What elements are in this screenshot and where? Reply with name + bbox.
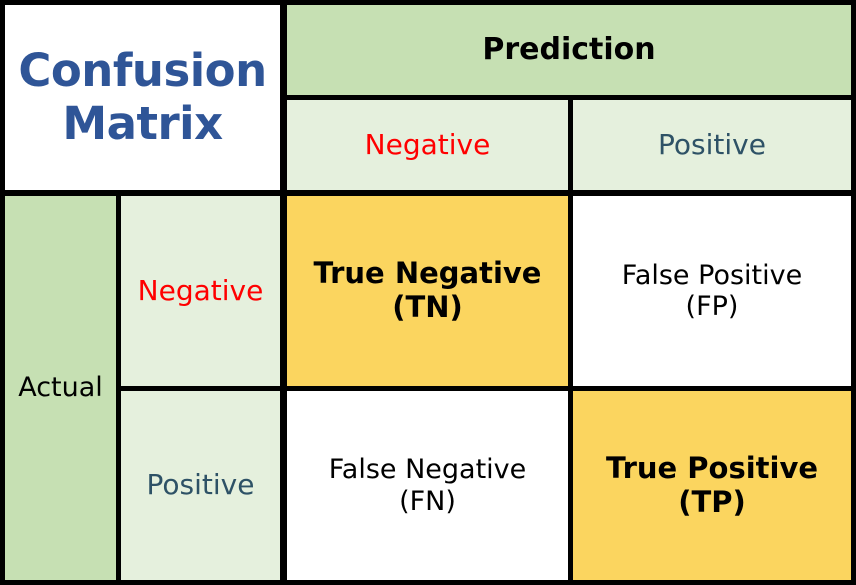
actual-row-label-positive: Positive xyxy=(146,468,255,502)
prediction-axis-label: Prediction xyxy=(482,31,656,67)
matrix-cell-false-negative-label: False Negative (FN) xyxy=(328,454,527,517)
matrix-cell-true-positive: True Positive (TP) xyxy=(573,391,851,580)
actual-row-label-negative: Negative xyxy=(137,273,264,307)
actual-axis-label: Actual xyxy=(18,372,103,404)
matrix-cell-true-positive-label: True Positive (TP) xyxy=(605,450,819,519)
matrix-cell-false-negative: False Negative (FN) xyxy=(287,391,568,580)
page-title: Confusion Matrix xyxy=(5,5,280,190)
matrix-cell-false-positive: False Positive (FP) xyxy=(573,196,851,386)
prediction-axis-header: Prediction xyxy=(287,5,851,95)
actual-axis-header: Actual xyxy=(5,196,116,580)
matrix-cell-false-positive-label: False Positive (FP) xyxy=(621,259,803,322)
prediction-column-header-positive: Positive xyxy=(573,100,851,190)
prediction-column-label-negative: Negative xyxy=(364,127,491,161)
actual-row-header-negative: Negative xyxy=(121,196,280,386)
actual-row-header-positive: Positive xyxy=(121,391,280,580)
prediction-column-label-positive: Positive xyxy=(658,127,766,161)
matrix-cell-true-negative-label: True Negative (TN) xyxy=(313,256,542,324)
prediction-column-header-negative: Negative xyxy=(287,100,568,190)
matrix-cell-true-negative: True Negative (TN) xyxy=(287,196,568,386)
page-title-text: Confusion Matrix xyxy=(18,44,267,150)
